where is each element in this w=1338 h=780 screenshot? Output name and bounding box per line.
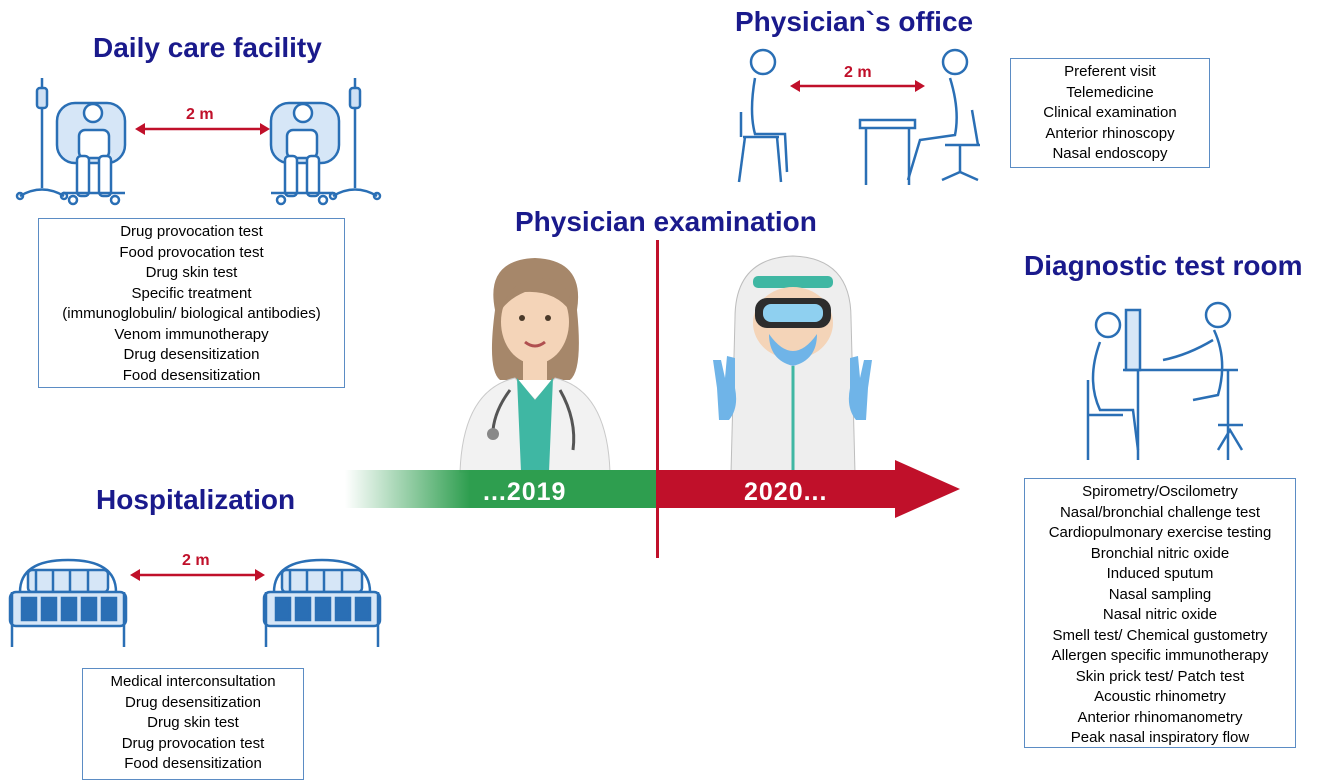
doctor-desk-icon — [858, 48, 980, 185]
timeline-divider — [656, 240, 659, 558]
seated-patient-icon — [737, 48, 789, 183]
list-item: Allergen specific immunotherapy — [1051, 647, 1269, 664]
list-item: (immunoglobulin/ biological antibodies) — [62, 305, 321, 322]
list-item: Drug desensitization — [123, 346, 260, 363]
infusion-chair-icon-right — [269, 78, 382, 206]
list-item: Nasal/bronchial challenge test — [1059, 503, 1261, 521]
timeline-label-2020: 2020... — [744, 478, 828, 506]
daily-care-distance-arrow — [135, 123, 270, 135]
list-item: Drug desensitization — [125, 693, 261, 711]
list-item: Nasal nitric oxide — [1102, 606, 1218, 623]
list-item: Induced sputum — [1106, 565, 1214, 582]
list-item: Food desensitization — [124, 755, 262, 772]
list-item: Peak nasal inspiratory flow — [1070, 729, 1250, 746]
diagnostic-room-title: Diagnostic test room — [1024, 250, 1303, 281]
timeline-arrow — [345, 460, 960, 518]
list-item: Nasal endoscopy — [1052, 145, 1168, 162]
hospitalization-title: Hospitalization — [96, 484, 296, 515]
physician-office-distance-label: 2 m — [844, 64, 872, 81]
diagnostic-room-icon — [1086, 301, 1244, 460]
list-item: Drug skin test — [145, 264, 238, 281]
list-item: Anterior rhinoscopy — [1045, 124, 1175, 142]
physician-office-distance-arrow — [790, 80, 925, 92]
infusion-chair-icon-left — [15, 78, 127, 206]
list-item: Drug provocation test — [121, 734, 265, 752]
hospitalization-distance-arrow — [130, 569, 265, 581]
list-item: Food provocation test — [119, 243, 264, 261]
list-item: Preferent visit — [1064, 63, 1156, 80]
list-item: Acoustic rhinometry — [1094, 688, 1226, 705]
timeline-label-2019: ...2019 — [483, 478, 567, 506]
hospitalization-list: Medical interconsultation Drug desensiti… — [82, 668, 304, 780]
daily-care-list: Drug provocation test Food provocation t… — [38, 218, 345, 388]
hospital-bed-icon-right — [262, 558, 382, 647]
hospital-bed-icon-left — [8, 558, 128, 647]
list-item: Anterior rhinomanometry — [1077, 708, 1243, 726]
physician-exam-title: Physician examination — [515, 206, 817, 237]
physician-office-list: Preferent visit Telemedicine Clinical ex… — [1010, 58, 1210, 168]
list-item: Smell test/ Chemical gustometry — [1052, 626, 1268, 644]
list-item: Clinical examination — [1043, 104, 1177, 121]
daily-care-title: Daily care facility — [93, 32, 322, 63]
list-item: Food desensitization — [122, 366, 261, 384]
list-item: Skin prick test/ Patch test — [1075, 667, 1245, 685]
list-item: Drug provocation test — [120, 223, 263, 240]
list-item: Spirometry/Oscilometry — [1082, 483, 1238, 500]
diagnostic-room-list: Spirometry/Oscilometry Nasal/bronchial c… — [1024, 478, 1296, 748]
hospitalization-distance-label: 2 m — [182, 552, 210, 569]
list-item: Telemedicine — [1066, 83, 1154, 101]
physician-office-title: Physician`s office — [735, 6, 974, 37]
daily-care-distance-label: 2 m — [186, 106, 214, 123]
list-item: Medical interconsultation — [110, 673, 276, 690]
doctor-2020-ppe-illustration — [713, 255, 872, 474]
list-item: Specific treatment — [131, 284, 252, 302]
list-item: Venom immunotherapy — [114, 325, 269, 343]
list-item: Nasal sampling — [1108, 585, 1212, 603]
list-item: Bronchial nitric oxide — [1090, 544, 1230, 562]
list-item: Cardiopulmonary exercise testing — [1048, 524, 1272, 541]
list-item: Drug skin test — [147, 714, 239, 731]
doctor-2019-illustration — [459, 258, 611, 473]
